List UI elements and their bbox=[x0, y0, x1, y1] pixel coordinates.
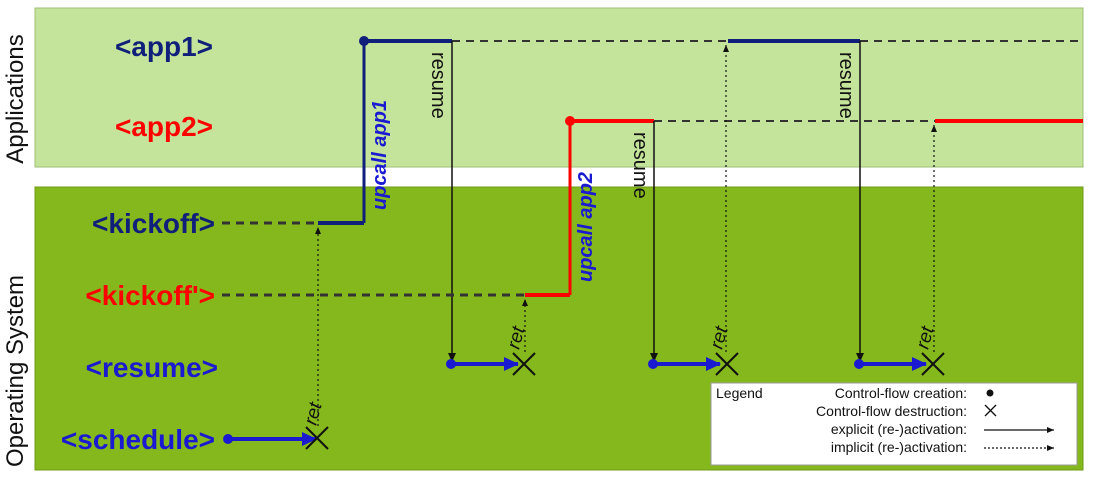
schedule-creation-dot bbox=[223, 434, 233, 444]
upcall-app1-label: upcall app1 bbox=[369, 100, 391, 210]
resume-creation-dot-3 bbox=[854, 359, 864, 369]
legend-box bbox=[710, 382, 1078, 466]
resume-label-2: resume bbox=[629, 132, 651, 199]
row-label-kickoff-prime: <kickoff'> bbox=[85, 280, 215, 311]
schedule-destruction-cross bbox=[305, 426, 329, 450]
applications-band bbox=[34, 7, 1084, 168]
resume-label-3: resume bbox=[835, 52, 857, 119]
legend-item-explicit-label: explicit (re-)activation: bbox=[831, 421, 967, 437]
legend-item-creation-label: Control-flow creation: bbox=[835, 385, 967, 401]
row-label-app1: <app1> bbox=[115, 31, 213, 62]
resume-label-1: resume bbox=[427, 52, 449, 119]
resume-creation-dot-2 bbox=[648, 359, 658, 369]
resume-destruction-cross-2 bbox=[715, 352, 739, 376]
operating-system-band-label: Operating System bbox=[2, 275, 29, 467]
applications-band-label: Applications bbox=[2, 34, 29, 163]
row-label-schedule: <schedule> bbox=[61, 424, 215, 455]
legend-title: Legend bbox=[716, 385, 763, 401]
resume-destruction-cross-1 bbox=[512, 352, 536, 376]
legend-item-implicit-label: implicit (re-)activation: bbox=[831, 439, 967, 455]
row-label-app2: <app2> bbox=[115, 111, 213, 142]
resume-creation-dot-1 bbox=[446, 359, 456, 369]
resume-destruction-cross-3 bbox=[921, 352, 945, 376]
legend-creation-dot-icon bbox=[986, 389, 994, 397]
legend: Legend Control-flow creation: Control-fl… bbox=[710, 382, 1078, 466]
upcall-app2-label: upcall app2 bbox=[575, 172, 597, 282]
legend-item-destruction-label: Control-flow destruction: bbox=[816, 403, 967, 419]
legend-destruction-cross-icon bbox=[984, 404, 997, 417]
row-label-kickoff: <kickoff> bbox=[92, 208, 215, 239]
row-label-resume: <resume> bbox=[86, 352, 218, 383]
